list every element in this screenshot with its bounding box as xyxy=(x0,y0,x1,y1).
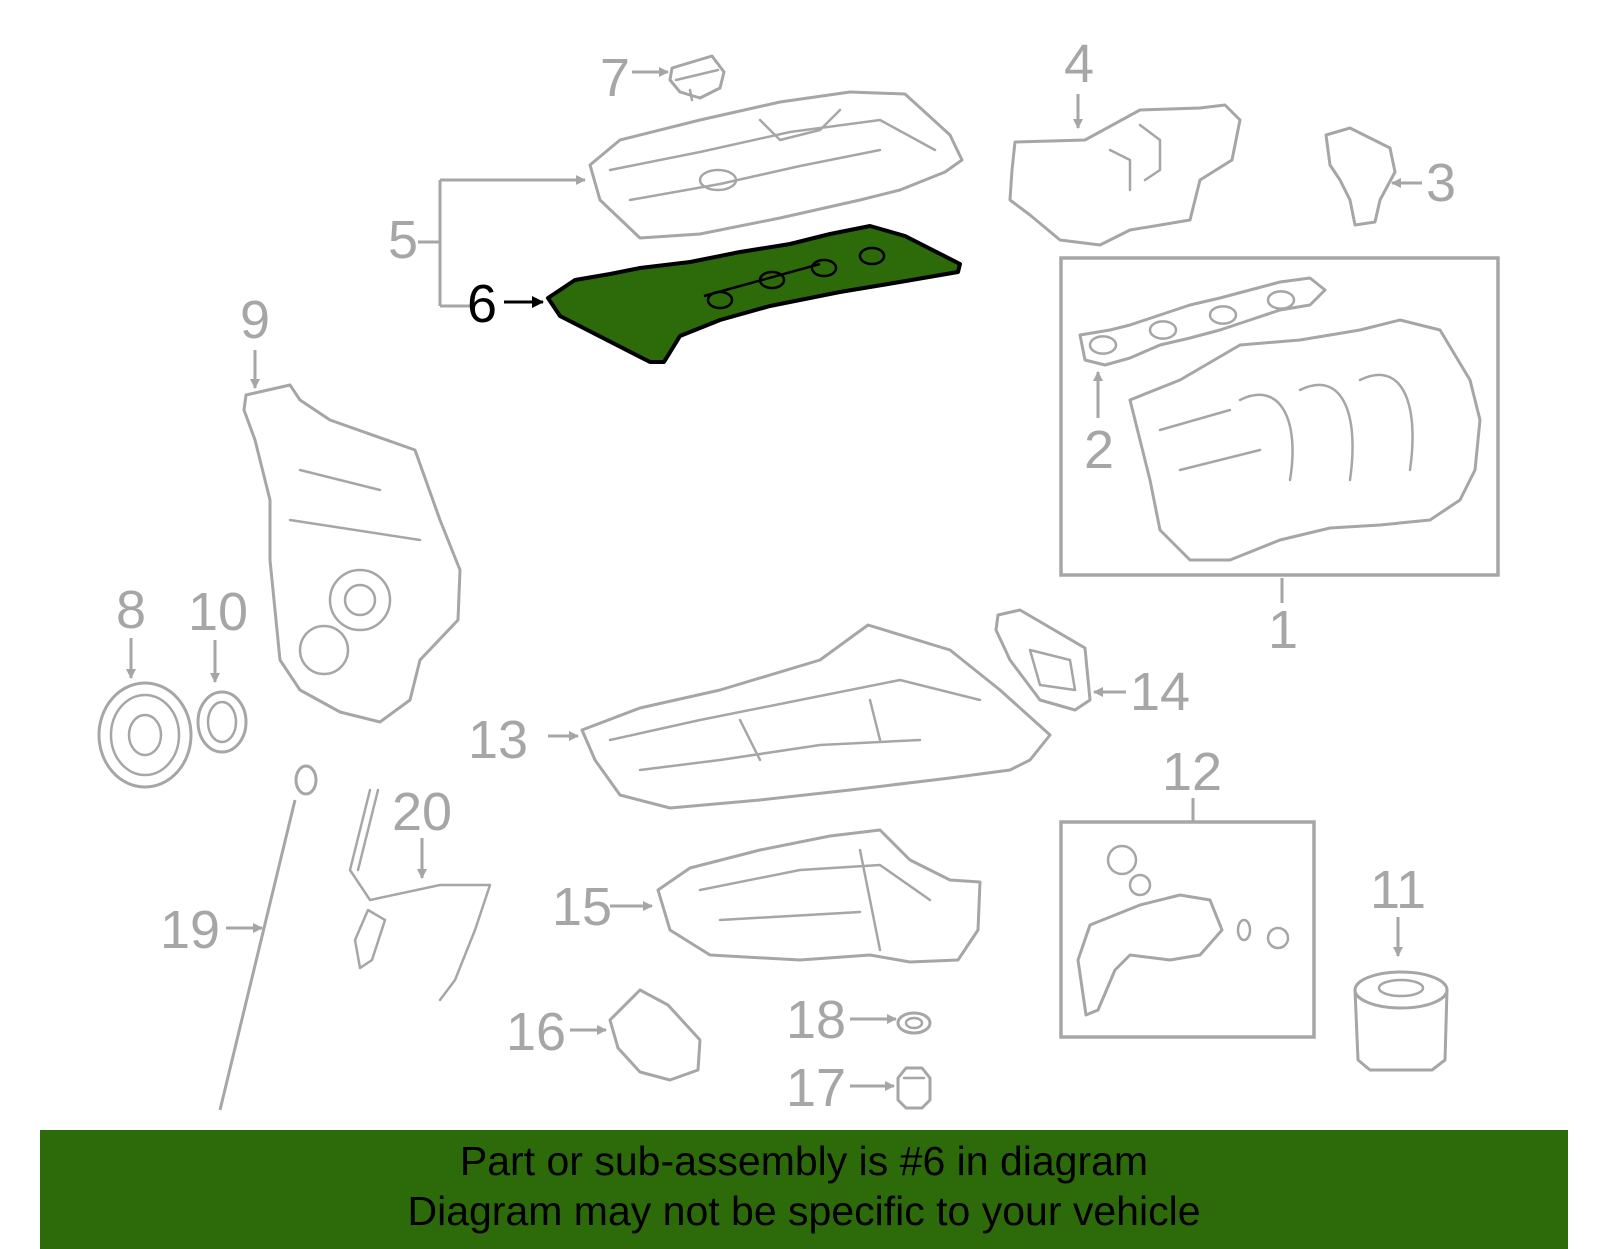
label-15: 15 xyxy=(552,877,612,937)
info-banner: Part or sub-assembly is #6 in diagram Di… xyxy=(40,1130,1568,1249)
label-9: 9 xyxy=(240,290,270,350)
label-12: 12 xyxy=(1162,742,1222,802)
label-8: 8 xyxy=(116,580,146,640)
part-19-dipstick[interactable] xyxy=(218,764,318,1111)
label-2: 2 xyxy=(1084,420,1114,480)
part-9-timing-cover[interactable] xyxy=(242,383,462,724)
part-15-oil-pan-lower[interactable] xyxy=(656,828,982,964)
part-17-drain-plug[interactable] xyxy=(896,1066,932,1110)
part-12-oil-filter-housing-box[interactable] xyxy=(1059,820,1316,1039)
part-7-oil-filler-cap[interactable] xyxy=(668,54,726,102)
label-20: 20 xyxy=(392,782,452,842)
part-labels: 1 2 3 4 5 6 7 8 9 10 11 12 13 14 15 16 1… xyxy=(116,34,1456,1118)
label-13: 13 xyxy=(468,710,528,770)
part-11-oil-filter[interactable] xyxy=(1353,970,1449,1072)
label-19: 19 xyxy=(160,900,220,960)
label-3: 3 xyxy=(1426,153,1456,213)
part-13-oil-pan-upper[interactable] xyxy=(580,623,1052,810)
label-6: 6 xyxy=(467,274,497,334)
banner-line-1: Part or sub-assembly is #6 in diagram xyxy=(459,1138,1149,1184)
part-18-drain-plug-gasket[interactable] xyxy=(896,1011,932,1035)
label-14: 14 xyxy=(1130,662,1190,722)
label-1: 1 xyxy=(1268,600,1298,660)
label-17: 17 xyxy=(786,1058,846,1118)
part-20-dipstick-tube[interactable] xyxy=(348,788,492,1002)
banner-line-2: Diagram may not be specific to your vehi… xyxy=(407,1188,1201,1234)
part-6-valve-cover-gasket[interactable] xyxy=(546,224,962,364)
part-3-bracket[interactable] xyxy=(1324,126,1397,227)
part-10-oil-seal[interactable] xyxy=(196,690,248,754)
leader-5-bracket xyxy=(418,175,586,308)
label-16: 16 xyxy=(506,1002,566,1062)
label-10: 10 xyxy=(188,582,248,642)
part-1-intake-manifold-box[interactable] xyxy=(1059,256,1500,577)
part-5-valve-cover[interactable] xyxy=(588,90,964,240)
part-2-intake-gasket[interactable] xyxy=(1078,276,1327,367)
label-5: 5 xyxy=(388,210,418,270)
label-7: 7 xyxy=(600,48,630,108)
part-16-bracket[interactable] xyxy=(608,988,702,1082)
label-4: 4 xyxy=(1064,34,1094,94)
part-14-baffle[interactable] xyxy=(994,608,1092,712)
part-4-engine-cover[interactable] xyxy=(1008,103,1242,247)
leaders xyxy=(126,67,1422,1091)
label-18: 18 xyxy=(786,990,846,1050)
label-11: 11 xyxy=(1370,860,1426,920)
part-8-crankshaft-pulley[interactable] xyxy=(97,681,193,789)
